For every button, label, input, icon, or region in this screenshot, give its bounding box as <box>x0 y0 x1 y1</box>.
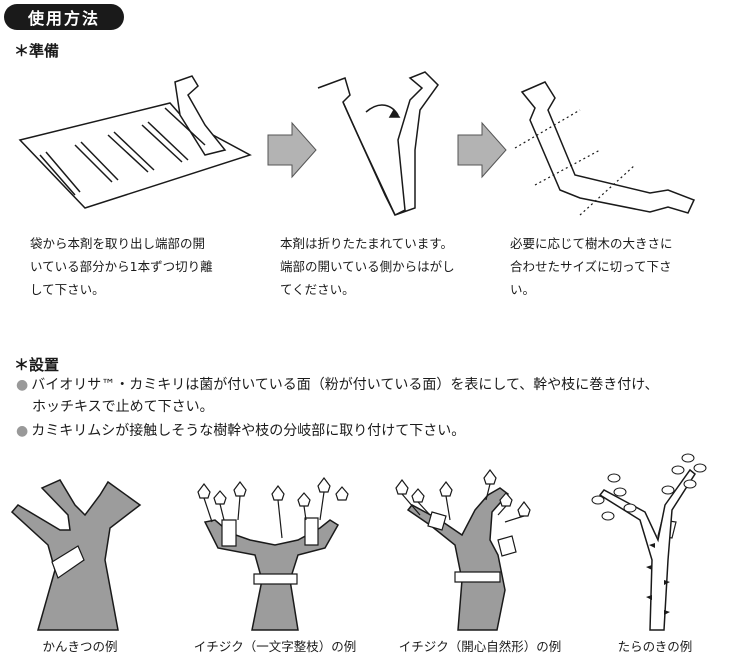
example-label-fig-flat: イチジク（一文字整枝）の例 <box>193 639 357 654</box>
step-2-caption: 本剤は折りたたまれています。 端部の開いている側からはがし てください。 <box>280 236 455 297</box>
example-label-fig-open: イチジク（開心自然形）の例 <box>398 639 562 654</box>
bullet-icon: ● <box>16 377 29 393</box>
leaf-icon <box>693 463 707 473</box>
install-heading: ＊設置 <box>14 356 60 374</box>
fig-leaf-icon <box>483 469 497 485</box>
example-label-aralia: たらのきの例 <box>617 639 693 654</box>
fig-leaf-icon <box>233 481 247 497</box>
fig-leaf-icon <box>297 492 311 507</box>
fig-leaf-icon <box>411 488 425 503</box>
aralia-tree <box>598 468 696 631</box>
fig-leaf-icon <box>271 485 285 501</box>
leaf-icon <box>623 503 637 513</box>
install-bullet-1: ●バイオリサ™・カミキリは菌が付いている面（粉が付いている面）を表にして、幹や枝… <box>16 377 659 415</box>
fig-leaf-icon <box>213 490 227 505</box>
fig-leaf-icon <box>197 483 211 499</box>
band-icon <box>304 517 319 546</box>
thorn-icon <box>646 565 652 570</box>
band-icon <box>221 519 237 547</box>
strip-sheet-illustration <box>18 75 252 209</box>
bullet-icon: ● <box>16 423 29 439</box>
band-icon <box>253 573 298 585</box>
fig-leaf-icon <box>395 479 409 495</box>
fig-leaf-icon <box>317 477 331 493</box>
band-icon <box>454 571 501 583</box>
leaf-icon <box>681 453 695 463</box>
fig-leaf-icon <box>439 481 453 497</box>
fig-leaf-icon <box>499 492 513 507</box>
leaf-icon <box>601 511 615 521</box>
install-bullet-2: ●カミキリムシが接触しそうな樹幹や枝の分岐部に取り付けて下さい。 <box>16 423 466 439</box>
thorn-icon <box>649 543 655 548</box>
arrow-icon <box>267 121 317 179</box>
leaf-icon <box>671 465 685 475</box>
fig-open-tree <box>406 487 510 631</box>
cut-strip-illustration <box>520 81 696 214</box>
fig-leaf-icon <box>517 501 531 517</box>
band-icon <box>497 535 517 557</box>
thorn-icon <box>664 580 670 585</box>
fig-leaf-icon <box>335 486 349 501</box>
step-3-caption: 必要に応じて樹木の大きさに 合わせたサイズに切って下さ い。 <box>510 236 673 297</box>
band-icon <box>51 545 85 579</box>
thorn-icon <box>664 610 670 615</box>
prep-heading: ＊準備 <box>14 42 60 60</box>
leaf-icon <box>591 495 605 505</box>
step-1-caption: 袋から本剤を取り出し端部の開 いている部分から1本ずつ切り離 して下さい。 <box>30 236 213 297</box>
leaf-icon <box>683 479 697 489</box>
example-label-citrus: かんきつの例 <box>42 639 118 654</box>
leaf-icon <box>607 473 621 483</box>
band-icon <box>427 511 447 531</box>
arrow-icon <box>457 121 507 179</box>
leaf-icon <box>661 485 675 495</box>
thorn-icon <box>646 595 652 600</box>
leaf-icon <box>613 487 627 497</box>
folded-strip-illustration <box>317 71 439 217</box>
page-title: 使用方法 <box>4 4 124 30</box>
